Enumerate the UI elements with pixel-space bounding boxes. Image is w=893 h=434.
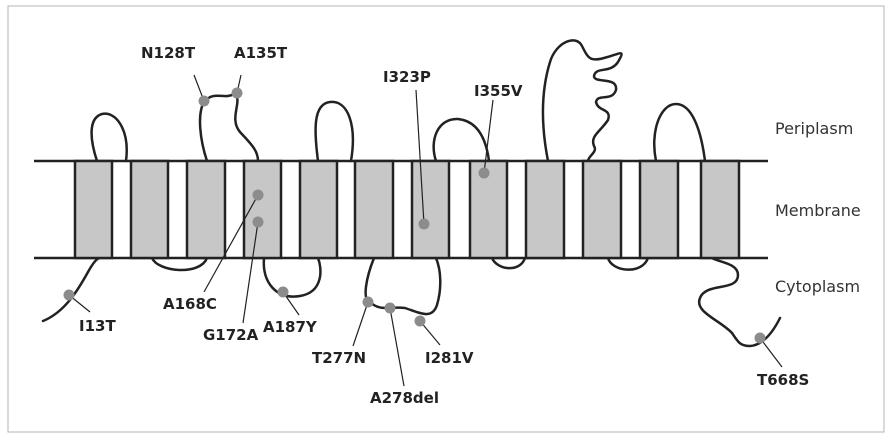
tm-helix-10	[583, 161, 621, 258]
mutation-site-g172a	[253, 217, 264, 228]
periplasmic-loop-4	[434, 119, 489, 161]
tm-helix-5	[300, 161, 337, 258]
mutation-label-a187y: A187Y	[263, 318, 318, 336]
cytoplasmic-loop-3	[366, 258, 441, 314]
leader-t277n	[353, 302, 368, 346]
cytoplasmic-loop-1	[152, 258, 207, 270]
mutation-site-a187y	[278, 287, 289, 298]
tm-helix-11	[640, 161, 678, 258]
cytoplasmic-loop-4	[492, 258, 525, 268]
mutation-label-a135t: A135T	[234, 44, 288, 62]
mutation-label-a168c: A168C	[163, 295, 217, 313]
region-label-cytoplasm: Cytoplasm	[775, 277, 860, 296]
tm-helix-7	[412, 161, 449, 258]
mutation-label-n128t: N128T	[141, 44, 196, 62]
region-label-periplasm: Periplasm	[775, 119, 853, 138]
mutation-site-i323p	[419, 219, 430, 230]
mutation-label-a278del: A278del	[370, 389, 439, 407]
mutation-site-i355v	[479, 168, 490, 179]
mutation-site-i281v	[415, 316, 426, 327]
tm-helix-12	[701, 161, 739, 258]
tm-helix-6	[355, 161, 393, 258]
mutation-site-t668s	[755, 333, 766, 344]
periplasmic-loop-6	[654, 104, 705, 161]
tm-helix-2	[131, 161, 168, 258]
tm-helix-9	[526, 161, 564, 258]
mutation-label-i13t: I13T	[79, 317, 116, 335]
mutation-site-n128t	[199, 96, 210, 107]
mutation-site-a278del	[385, 303, 396, 314]
mutation-label-i323p: I323P	[383, 68, 431, 86]
cytoplasmic-loop-5	[608, 258, 648, 270]
periplasmic-loop-5-folded	[543, 40, 622, 161]
tm-helix-1	[75, 161, 112, 258]
transmembrane-helices	[75, 161, 739, 258]
mutation-label-i281v: I281V	[425, 349, 474, 367]
periplasmic-loop-3	[316, 102, 353, 161]
mutation-site-t277n	[363, 297, 374, 308]
mutation-label-t668s: T668S	[757, 371, 809, 389]
mutation-site-i13t	[64, 290, 75, 301]
mutation-label-i355v: I355V	[474, 82, 523, 100]
mutation-label-g172a: G172A	[203, 326, 259, 344]
mutation-site-a168c	[253, 190, 264, 201]
periplasmic-loop-1	[92, 114, 127, 161]
region-label-membrane: Membrane	[775, 201, 861, 220]
periplasmic-loop-2	[200, 94, 258, 161]
cytoplasmic-loop-2	[264, 258, 321, 297]
n-terminal-tail	[43, 258, 100, 321]
mutation-label-t277n: T277N	[312, 349, 366, 367]
mutation-site-a135t	[232, 88, 243, 99]
c-terminal-tail	[699, 258, 780, 346]
leader-a278del	[390, 308, 404, 386]
tm-helix-3	[187, 161, 225, 258]
